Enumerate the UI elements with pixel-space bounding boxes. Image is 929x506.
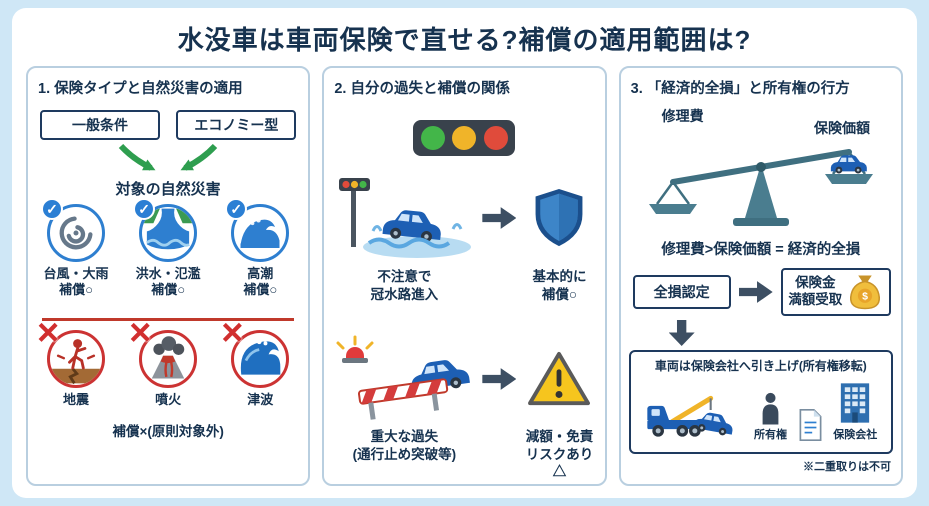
disaster-earthquake: × 地震 — [31, 314, 121, 408]
insurance-type-boxes: 一般条件 エコノミー型 — [40, 110, 297, 140]
arrow-right-icon — [738, 281, 773, 303]
disaster-label: 台風・大雨 補償○ — [43, 266, 109, 298]
cross-icon: × — [37, 312, 60, 354]
payout-label: 保険金 満額受取 — [788, 275, 843, 307]
person-icon — [762, 392, 779, 425]
money-bag-icon: $ — [850, 275, 881, 310]
no-double-dip-note: ※二重取りは不可 — [802, 461, 891, 473]
disaster-label: 洪水・氾濫 補償○ — [135, 266, 201, 298]
payout-steps: 全損認定 保険金 満額受取 $ — [632, 268, 891, 316]
insurer-group: 保険会社 — [833, 381, 877, 442]
arrow-right-icon — [482, 368, 517, 390]
economy-type-box: エコノミー型 — [176, 110, 297, 140]
case2-result-label: 減額・免責 リスクあり△ — [525, 429, 594, 480]
case2-art — [330, 334, 598, 424]
case1-labels: 不注意で 冠水路進入 基本的に 補償○ — [330, 268, 598, 303]
panel-negligence-coverage: 2. 自分の過失と補償の関係 — [322, 66, 607, 486]
payout-box: 保険金 満額受取 $ — [780, 268, 891, 316]
converging-arrows-icon — [118, 144, 218, 171]
excluded-note: 補償×(原則対象外) — [112, 424, 224, 439]
general-conditions-box: 一般条件 — [40, 110, 160, 140]
panel-total-loss: 3. 「経済的全損」と所有権の行方 修理費 保険価額 — [618, 66, 903, 486]
building-icon — [841, 383, 870, 423]
disaster-label: 高潮 補償○ — [243, 266, 278, 298]
balance-scale-area: 修理費 保険価額 — [621, 106, 901, 234]
panel-insurance-types: 1. 保険タイプと自然災害の適用 一般条件 エコノミー型 対象の自然災害 ✓ — [26, 66, 311, 486]
traffic-light-icon — [413, 120, 516, 156]
excluded-disasters-row: × 地震 × — [30, 314, 306, 408]
page-title: 水没車は車両保険で直せる?補償の適用範囲は? — [177, 25, 752, 55]
disaster-tsunami: × 津波 — [215, 314, 305, 408]
case1-art — [330, 172, 598, 264]
check-icon: ✓ — [133, 198, 156, 220]
panel3-heading: 3. 「経済的全損」と所有権の行方 — [630, 81, 850, 97]
case1-result-label: 基本的に 補償○ — [532, 269, 587, 302]
yellow-light — [452, 126, 477, 150]
storm-surge-icon — [240, 218, 280, 248]
covered-disasters-row: ✓ 台風・大雨 補償○ ✓ — [30, 198, 306, 299]
arrow-right-icon — [482, 207, 517, 229]
disaster-label: 噴火 — [155, 392, 182, 407]
barrier-breach-scene-icon — [336, 335, 471, 420]
shield-icon — [536, 188, 583, 247]
cross-icon: × — [129, 312, 152, 354]
case2-cause-label: 重大な過失 (通行止め突破等) — [352, 429, 457, 462]
green-light — [420, 126, 445, 150]
flooded-road-scene-icon — [339, 178, 472, 258]
disaster-eruption: × 噴火 — [123, 314, 213, 408]
balance-scale-icon — [648, 149, 873, 226]
eruption-icon — [151, 336, 185, 379]
tsunami-icon — [241, 339, 281, 375]
infographic-card: 水没車は車両保険で直せる?補償の適用範囲は? 1. 保険タイプと自然災害の適用 … — [12, 8, 917, 498]
disaster-storm-surge: ✓ 高潮 補償○ — [215, 198, 305, 299]
covered-disasters-label: 対象の自然災害 — [115, 181, 221, 198]
disaster-label: 地震 — [63, 392, 90, 407]
ownership-transfer-box: 車両は保険会社へ引き上げ(所有権移転) — [628, 350, 893, 454]
repair-cost-label: 修理費 — [661, 108, 704, 124]
earthquake-icon — [51, 339, 101, 385]
case2-labels: 重大な過失 (通行止め突破等) 減額・免責 リスクあり△ — [330, 428, 598, 481]
owner-group: 所有権 — [754, 391, 787, 442]
check-icon: ✓ — [41, 198, 64, 220]
total-loss-box: 全損認定 — [632, 275, 731, 309]
panel1-heading: 1. 保険タイプと自然災害の適用 — [38, 81, 243, 97]
tow-truck-icon — [647, 395, 736, 437]
insurer-label: 保険会社 — [833, 429, 878, 441]
ownership-label: 所有権 — [753, 429, 787, 441]
panels-container: 1. 保険タイプと自然災害の適用 一般条件 エコノミー型 対象の自然災害 ✓ — [26, 66, 903, 486]
insured-value-label: 保険価額 — [813, 120, 870, 136]
disaster-typhoon: ✓ 台風・大雨 補償○ — [31, 198, 121, 299]
red-light — [483, 126, 508, 150]
cross-icon: × — [221, 312, 244, 354]
divider — [42, 318, 295, 321]
warning-triangle-icon — [528, 351, 591, 406]
disaster-label: 津波 — [247, 392, 274, 407]
panel2-heading: 2. 自分の過失と補償の関係 — [334, 81, 510, 97]
typhoon-icon — [59, 216, 93, 250]
case1-cause-label: 不注意で 冠水路進入 — [370, 269, 439, 302]
transfer-title: 車両は保険会社へ引き上げ(所有権移転) — [654, 359, 867, 373]
arrow-down-icon — [668, 320, 695, 346]
total-loss-formula: 修理費>保険価額 = 経済的全損 — [661, 242, 861, 258]
disaster-flood: ✓ 洪水・氾濫 補償○ — [123, 198, 213, 299]
check-icon: ✓ — [225, 198, 248, 220]
document-icon — [799, 408, 822, 442]
svg-text:$: $ — [862, 291, 868, 303]
